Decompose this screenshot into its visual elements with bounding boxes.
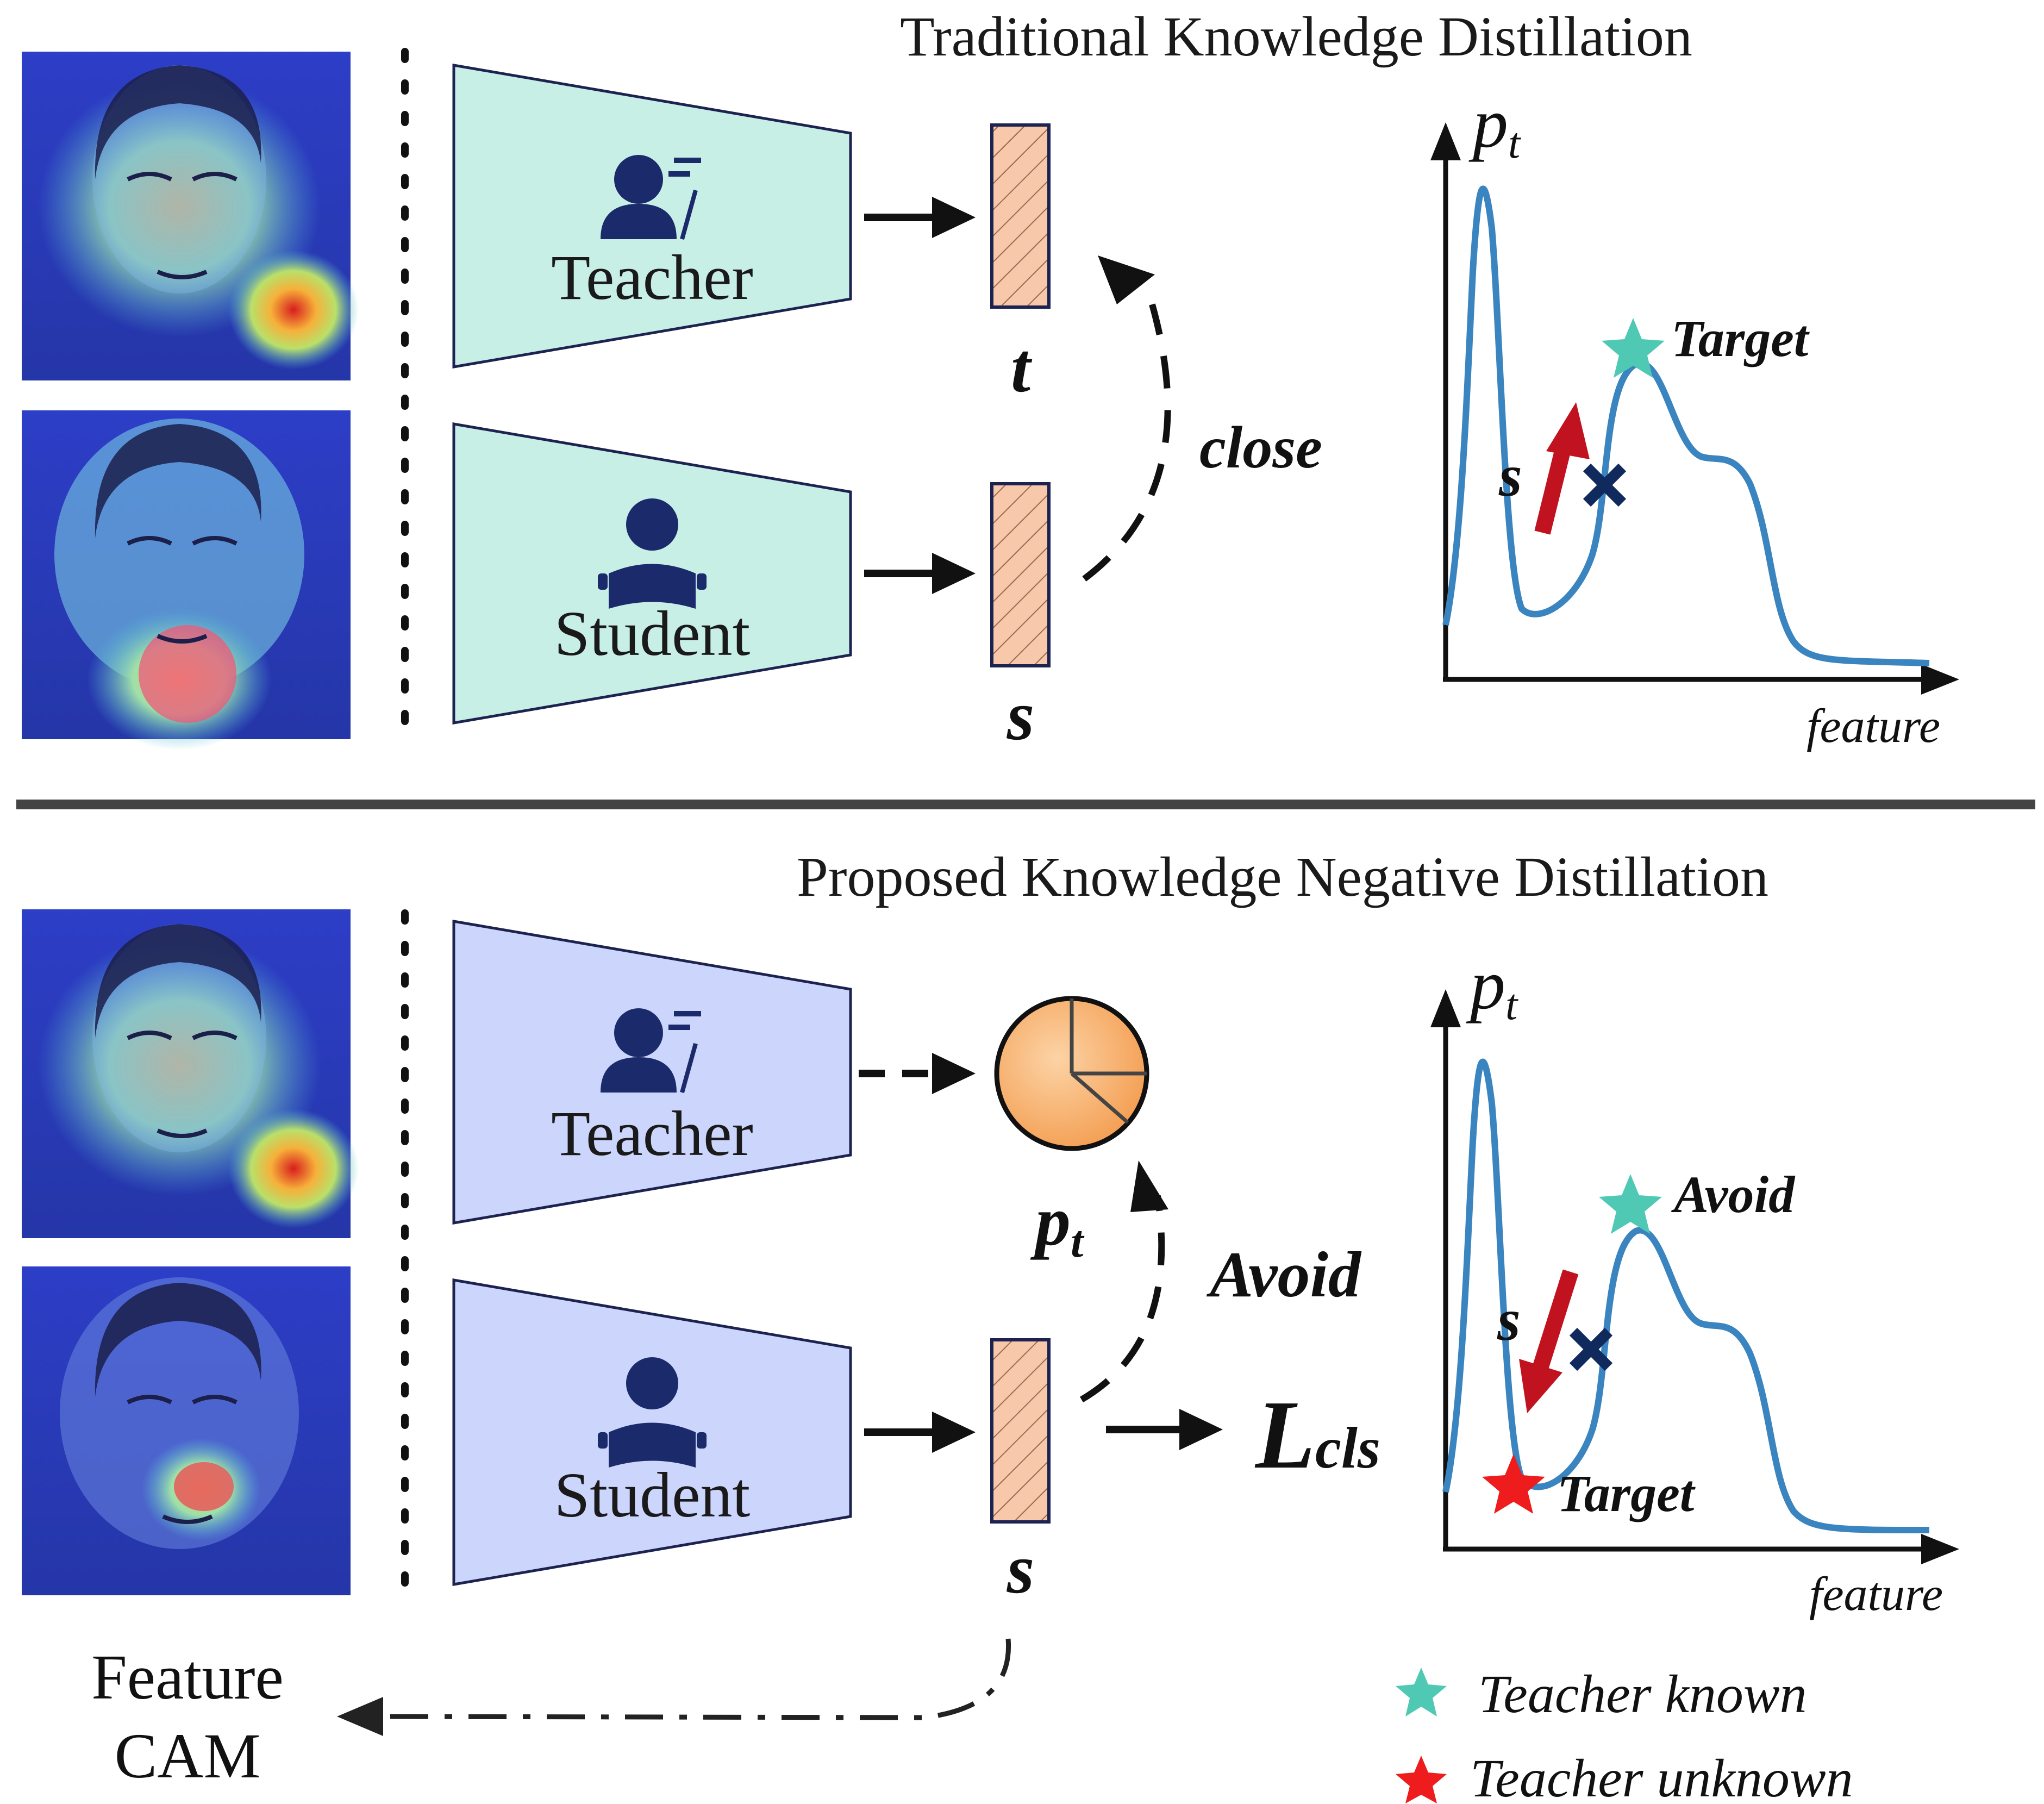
bottom-plot-y-axis-arrow	[1430, 989, 1461, 1027]
cam-image-top-teacher	[22, 52, 359, 380]
bottom-plot-s-arrowhead	[1519, 1359, 1562, 1413]
legend-teacher-known: Teacher known	[1478, 1664, 1807, 1724]
bottom-teacher-label: Teacher	[551, 1098, 753, 1169]
top-plot-cross	[1583, 463, 1627, 507]
top-plot-y-label: pt	[1468, 84, 1521, 167]
top-plot-x-label: feature	[1807, 700, 1940, 753]
top-plot-y-axis-arrow	[1430, 122, 1461, 160]
feature-cam-label-line1: Feature	[91, 1641, 284, 1713]
bottom-plot-curve	[1442, 1058, 1930, 1533]
top-student-label: Student	[554, 598, 751, 669]
teacher-icon	[601, 155, 701, 240]
top-teacher-output-label: t	[1011, 329, 1033, 407]
legend-red-star	[1396, 1756, 1447, 1803]
avoid-arrow	[1079, 1160, 1168, 1403]
top-plot-target-label: Target	[1671, 309, 1810, 367]
bottom-plot-avoid-star	[1599, 1174, 1662, 1234]
bottom-plot-target-label: Target	[1557, 1464, 1696, 1522]
teacher-probability-pie	[994, 996, 1149, 1151]
feature-cam-label-line2: CAM	[115, 1720, 261, 1791]
bottom-student-feature-block	[990, 1338, 1051, 1524]
cam-image-bottom-teacher	[22, 909, 359, 1238]
cam-image-bottom-student	[22, 1266, 351, 1595]
bottom-teacher-output-label: pt	[1030, 1182, 1085, 1267]
close-arrow	[1082, 255, 1171, 582]
close-label: close	[1199, 414, 1322, 480]
bottom-student-arrow	[864, 1412, 976, 1453]
top-student-arrow	[864, 553, 976, 594]
loss-arrow	[1106, 1409, 1223, 1450]
bottom-student-label: Student	[554, 1459, 751, 1531]
bottom-plot-avoid-label: Avoid	[1671, 1165, 1796, 1224]
top-plot-target-star	[1602, 318, 1665, 378]
bottom-teacher-dashed-arrow	[859, 1053, 976, 1094]
top-plot-curve	[1442, 185, 1930, 666]
top-plot-s-arrow	[1534, 438, 1573, 535]
bottom-panel-title: Proposed Knowledge Negative Distillation	[797, 846, 1768, 908]
student-icon	[598, 498, 707, 609]
bottom-plot-y-label: pt	[1466, 946, 1518, 1029]
bottom-plot-x-label: feature	[1809, 1568, 1943, 1621]
bottom-plot: pt feature s Avoid Target	[1430, 946, 1959, 1621]
student-icon	[598, 1357, 707, 1468]
top-panel-title: Traditional Knowledge Distillation	[900, 5, 1692, 68]
top-plot-s-label: s	[1498, 442, 1522, 509]
top-plot: pt feature s Target	[1430, 84, 1959, 753]
top-teacher-label: Teacher	[551, 242, 753, 313]
bottom-plot-target-star	[1482, 1454, 1545, 1514]
bottom-plot-x-axis-arrow	[1921, 1534, 1959, 1564]
top-teacher-feature-block	[990, 123, 1051, 309]
bottom-plot-s-arrow	[1530, 1269, 1579, 1378]
loss-label: Lcls	[1254, 1381, 1380, 1489]
legend-teacher-unknown: Teacher unknown	[1470, 1748, 1853, 1804]
feature-cam-arrow	[337, 1638, 1011, 1736]
top-plot-x-axis-arrow	[1921, 664, 1959, 695]
bottom-student-output-label: s	[1007, 1530, 1035, 1608]
teacher-icon	[601, 1008, 701, 1094]
bottom-plot-cross	[1569, 1327, 1613, 1371]
legend: Teacher known Teacher unknown	[1396, 1664, 1853, 1804]
bottom-plot-s-label: s	[1497, 1287, 1521, 1353]
legend-teal-star	[1396, 1668, 1447, 1716]
avoid-label: Avoid	[1206, 1238, 1362, 1310]
top-student-output-label: s	[1007, 677, 1035, 755]
top-student-feature-block	[990, 482, 1051, 667]
cam-image-top-student	[22, 410, 351, 750]
top-plot-s-arrowhead	[1546, 402, 1590, 459]
top-teacher-arrow	[864, 197, 976, 238]
